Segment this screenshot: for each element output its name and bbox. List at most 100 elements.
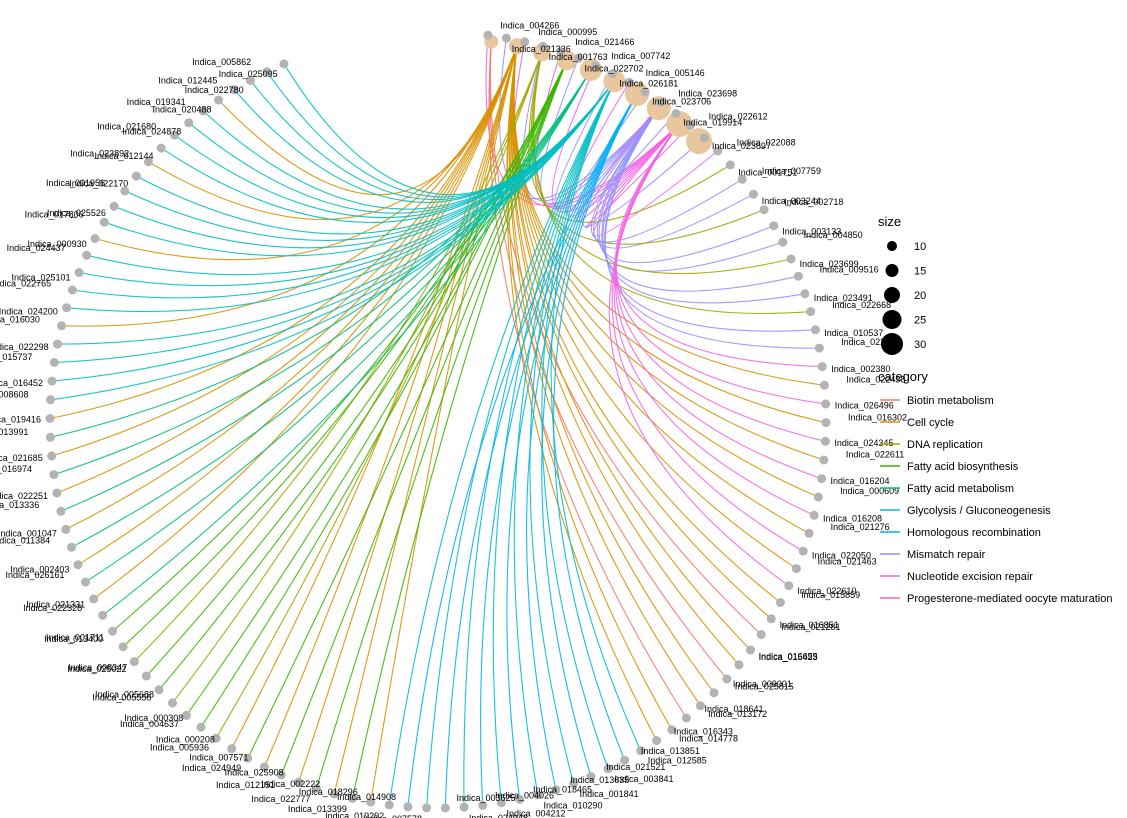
edge: [71, 69, 592, 548]
edge: [488, 41, 687, 719]
edge: [613, 123, 815, 516]
gene-node: [734, 660, 744, 670]
gene-node: [775, 598, 785, 607]
edge: [158, 60, 568, 691]
edge: [247, 60, 568, 759]
gene-label: Indica_022438: [846, 375, 905, 385]
category-legend-label: DNA replication: [907, 439, 983, 451]
edge: [513, 46, 810, 534]
gene-node: [800, 289, 810, 299]
gene-node: [311, 783, 321, 793]
gene-node: [440, 803, 450, 813]
gene-node: [786, 254, 796, 264]
gene-node: [49, 358, 59, 367]
gene-node: [640, 87, 650, 97]
gene-node: [759, 205, 769, 215]
gene-node: [809, 510, 819, 520]
gene-label: Indica_016343: [674, 727, 733, 737]
gene-label: Indica_016030: [0, 315, 40, 325]
gene-label: Indica_021463: [818, 557, 877, 567]
gene-label: Indica_022298: [0, 342, 49, 352]
gene-node: [214, 95, 223, 105]
gene-label: Indica_008347: [68, 663, 127, 673]
gene-node: [89, 594, 99, 604]
gene-label: Indica_025526: [47, 208, 106, 218]
category-legend-label: Biotin metabolism: [907, 395, 994, 407]
category-legend-label: Homologous recombination: [907, 527, 1041, 539]
gene-label: Indica_012144: [94, 151, 153, 161]
gene-node: [804, 528, 814, 538]
gene-label: Indica_023697: [712, 141, 771, 151]
edge: [444, 93, 638, 808]
gene-label: Indica_026181: [619, 79, 678, 89]
gene-label: Indica_003244: [762, 196, 821, 206]
gene-label: Indica_012585: [648, 755, 707, 765]
gene-label: Indica_004637: [120, 719, 179, 729]
edge: [233, 80, 615, 203]
gene-label: Indica_019914: [683, 117, 742, 127]
gene-label: Indica_022780: [185, 85, 244, 95]
gene-label: Indica_021281: [781, 622, 840, 632]
gene-label: Indica_018296: [299, 787, 358, 797]
gene-node: [814, 343, 824, 353]
gene-node: [56, 506, 66, 516]
gene-label: Indica_023698: [678, 88, 737, 98]
gene-label: Indica_003133: [782, 227, 841, 237]
edge: [56, 46, 518, 494]
gene-node: [46, 395, 55, 405]
gene-label: Indica_019416: [0, 415, 41, 425]
gene-node: [798, 546, 808, 556]
edge: [145, 60, 568, 677]
gene-label: Indica_005556: [92, 693, 151, 703]
gene-label: Indica_026496: [835, 400, 894, 410]
gene-label: Indica_021336: [512, 44, 571, 54]
edge: [200, 60, 568, 728]
gene-node: [459, 802, 469, 812]
edge: [185, 60, 568, 716]
gene-label: Indica_024345: [834, 438, 893, 448]
edge: [510, 46, 740, 666]
edge: [511, 46, 772, 620]
edge: [615, 123, 823, 368]
gene-label: Indica_022170: [69, 178, 128, 188]
edge: [513, 46, 819, 498]
gene-label: Indica_021680: [97, 121, 156, 131]
gene-label: Indica_000930: [28, 239, 87, 249]
edge: [65, 46, 518, 530]
gene-label: Indica_004850: [804, 230, 863, 240]
edge: [407, 93, 638, 807]
edge: [601, 107, 799, 292]
gene-label: Indica_025095: [219, 69, 278, 79]
edge: [172, 52, 543, 704]
gene-node: [483, 30, 493, 40]
gene-node: [73, 560, 83, 570]
gene-label: Indica_016974: [0, 464, 32, 474]
edge: [553, 93, 638, 761]
gene-node: [347, 793, 357, 803]
gene-label: Indica_005688: [95, 689, 154, 699]
gene-label: Indica_026161: [5, 570, 64, 580]
gene-node: [67, 542, 76, 552]
edge: [231, 46, 518, 749]
edge: [506, 46, 658, 741]
category-node: [666, 111, 693, 137]
edge: [50, 69, 592, 438]
edge: [532, 52, 792, 275]
gene-label: Indica_005936: [150, 743, 209, 753]
size-legend-label: 10: [914, 241, 926, 253]
gene-label: Indica_024878: [122, 126, 181, 136]
gene-label: Indica_022612: [709, 112, 768, 122]
edge: [148, 46, 518, 220]
gene-label: Indica_023706: [652, 96, 711, 106]
gene-node: [699, 133, 709, 143]
gene-node: [47, 451, 57, 461]
category-node: [686, 128, 712, 155]
gene-label: Indica_022702: [585, 64, 644, 74]
gene-label: Indica_007571: [189, 753, 248, 763]
gene-node: [366, 797, 376, 807]
gene-node: [81, 577, 90, 587]
edge: [582, 107, 705, 228]
gene-label: Indica_001751: [738, 167, 797, 177]
gene-node-layer: [45, 30, 831, 813]
